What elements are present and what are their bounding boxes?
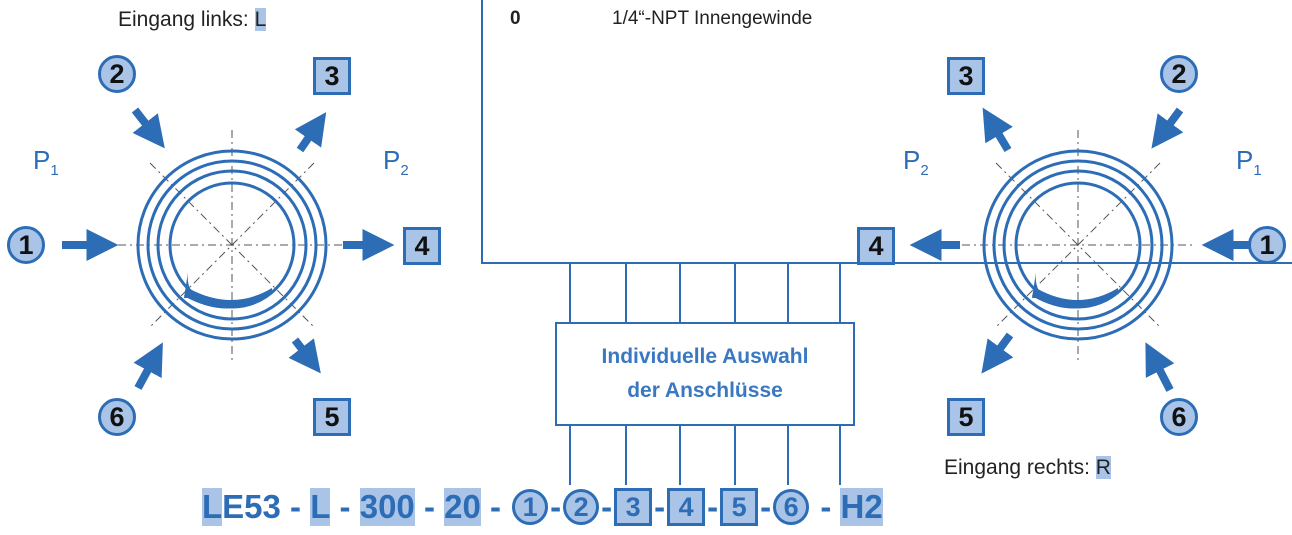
- order-code-dash-4: -: [707, 488, 719, 525]
- left-p2-sub: 2: [400, 162, 409, 180]
- order-code-port-6: 6: [773, 489, 810, 525]
- thread-description: 1/4“-NPT Innengewinde: [612, 8, 813, 29]
- order-code-model-rest: E53: [222, 488, 281, 525]
- order-code-dash-2: -: [601, 488, 613, 525]
- order-code-dash-3: -: [654, 488, 666, 525]
- thread-code: 0: [510, 8, 521, 29]
- left-p1-label: P1: [33, 145, 59, 179]
- order-code-sep-1: -: [280, 488, 311, 525]
- order-code-port-4: 4: [667, 488, 706, 526]
- order-code-port-3: 3: [614, 488, 653, 526]
- left-port-1: 1: [7, 226, 45, 264]
- right-p2-main: P: [903, 145, 921, 175]
- order-code-inlet: L: [310, 488, 331, 526]
- left-p1-sub: 1: [50, 162, 59, 180]
- left-valve-diagram: [62, 107, 395, 390]
- order-code-sep-3: -: [414, 488, 445, 525]
- right-p2-label: P2: [903, 145, 929, 179]
- order-code-suffix: H2: [840, 488, 883, 526]
- right-p1-label: P1: [1236, 145, 1262, 179]
- left-port-3: 3: [313, 57, 351, 95]
- left-p2-label: P2: [383, 145, 409, 179]
- inlet-right-label: Eingang rechts: R: [944, 456, 1111, 480]
- right-port-4: 4: [857, 227, 895, 265]
- left-port-4: 4: [403, 227, 441, 265]
- right-p2-sub: 2: [920, 162, 929, 180]
- left-port-5: 5: [313, 398, 351, 436]
- order-code-dash-1: -: [550, 488, 562, 525]
- selection-box-line2: der Anschlüsse: [627, 379, 783, 402]
- inlet-right-text: Eingang rechts:: [944, 456, 1096, 479]
- order-code-port-1: 1: [512, 489, 549, 525]
- order-code-value1: 300: [359, 488, 415, 526]
- right-port-3: 3: [947, 57, 985, 95]
- inlet-left-label: Eingang links: L: [118, 8, 267, 32]
- order-code-value2: 20: [444, 488, 481, 526]
- left-p2-main: P: [383, 145, 401, 175]
- right-p1-main: P: [1236, 145, 1254, 175]
- right-port-6: 6: [1160, 398, 1198, 436]
- port-selection-box: Individuelle Auswahl der Anschlüsse: [555, 322, 855, 426]
- order-code-port-2: 2: [563, 489, 600, 525]
- left-p1-main: P: [33, 145, 51, 175]
- right-port-1: 1: [1248, 226, 1286, 264]
- order-code-dash-5: -: [760, 488, 772, 525]
- order-code-port-5: 5: [720, 488, 759, 526]
- order-code-sep-5: -: [811, 488, 841, 525]
- right-port-2: 2: [1160, 55, 1198, 93]
- inlet-left-text: Eingang links:: [118, 8, 255, 31]
- inlet-left-code: L: [254, 8, 267, 31]
- right-p1-sub: 1: [1253, 162, 1262, 180]
- left-port-6: 6: [98, 398, 136, 436]
- order-code-sep-4: -: [480, 488, 511, 525]
- selection-box-line1: Individuelle Auswahl: [601, 345, 809, 368]
- order-code-sep-2: -: [330, 488, 360, 525]
- order-code-model-prefix: L: [202, 488, 223, 526]
- left-port-2: 2: [98, 55, 136, 93]
- right-valve-diagram: [909, 107, 1258, 392]
- right-port-5: 5: [947, 398, 985, 436]
- inlet-right-code: R: [1095, 456, 1111, 479]
